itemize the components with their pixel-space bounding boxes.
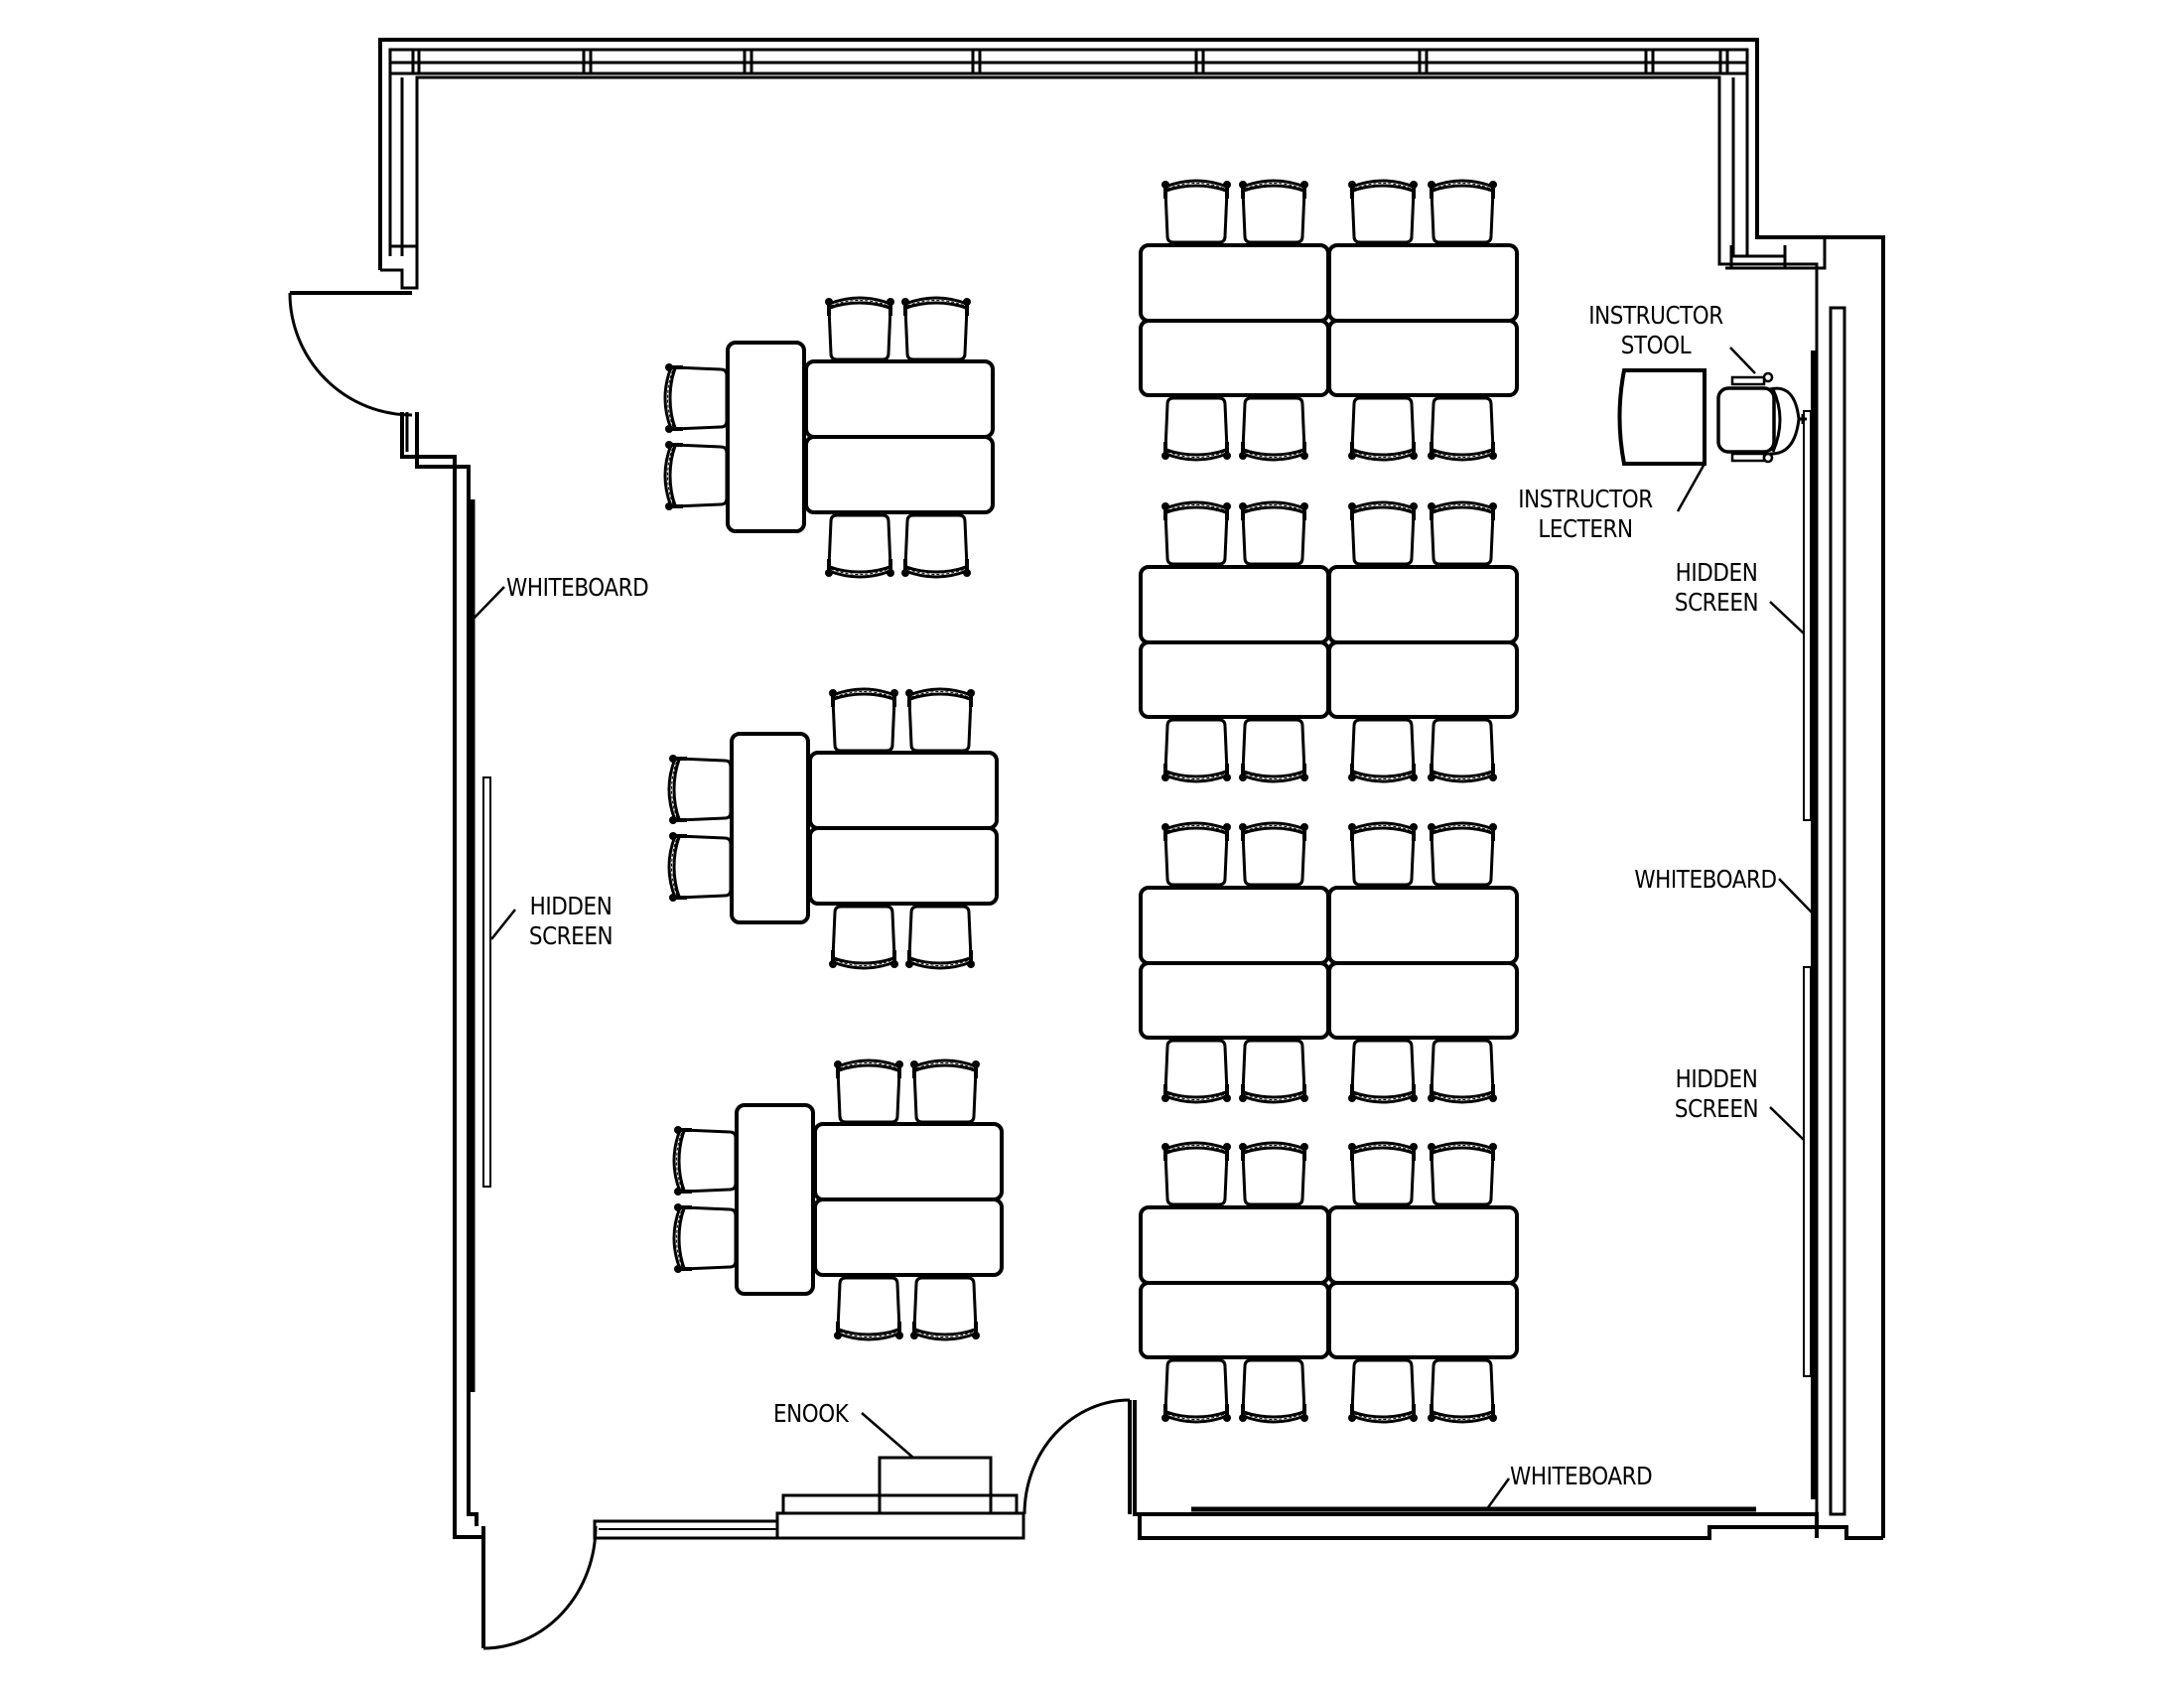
label-hidden-screen-left: HIDDEN SCREEN (515, 892, 626, 951)
label-line: INSTRUCTOR (1588, 301, 1723, 330)
instructor-lectern (1617, 368, 1706, 466)
table-cluster-4 (1141, 1143, 1517, 1422)
label-whiteboard-bottom: WHITEBOARD (1510, 1462, 1653, 1490)
label-instructor-lectern: INSTRUCTOR LECTERN (1513, 485, 1658, 544)
door-bottom-center (1023, 1398, 1132, 1515)
label-line: LECTERN (1538, 514, 1633, 543)
table-group-left-2 (669, 689, 997, 968)
table-group-left-1 (665, 298, 993, 577)
table-cluster-2 (1141, 502, 1517, 781)
label-hidden-screen-right-lower: HIDDEN SCREEN (1661, 1064, 1772, 1124)
label-line: HIDDEN (529, 892, 613, 920)
label-line: STOOL (1620, 331, 1692, 359)
label-whiteboard-right: WHITEBOARD (1634, 865, 1778, 894)
label-hidden-screen-right-upper: HIDDEN SCREEN (1661, 558, 1772, 618)
walls (378, 38, 1885, 1540)
label-line: INSTRUCTOR (1518, 485, 1653, 513)
label-whiteboard-left: WHITEBOARD (506, 573, 649, 602)
label-line: SCREEN (1674, 1094, 1759, 1123)
table-cluster-3 (1141, 823, 1517, 1102)
label-line: SCREEN (1674, 588, 1759, 617)
label-line: SCREEN (528, 921, 614, 950)
label-line: HIDDEN (1675, 1064, 1758, 1093)
label-enook: ENOOK (773, 1399, 849, 1428)
label-line: HIDDEN (1675, 558, 1758, 587)
table-group-left-3 (674, 1060, 1002, 1339)
table-cluster-1 (1141, 181, 1517, 460)
instructor-stool (1716, 371, 1807, 464)
door-bottom-left (481, 1525, 598, 1650)
leader-lines (473, 347, 1814, 1511)
door-top-left (288, 291, 413, 417)
label-instructor-stool: INSTRUCTOR STOOL (1583, 301, 1728, 360)
